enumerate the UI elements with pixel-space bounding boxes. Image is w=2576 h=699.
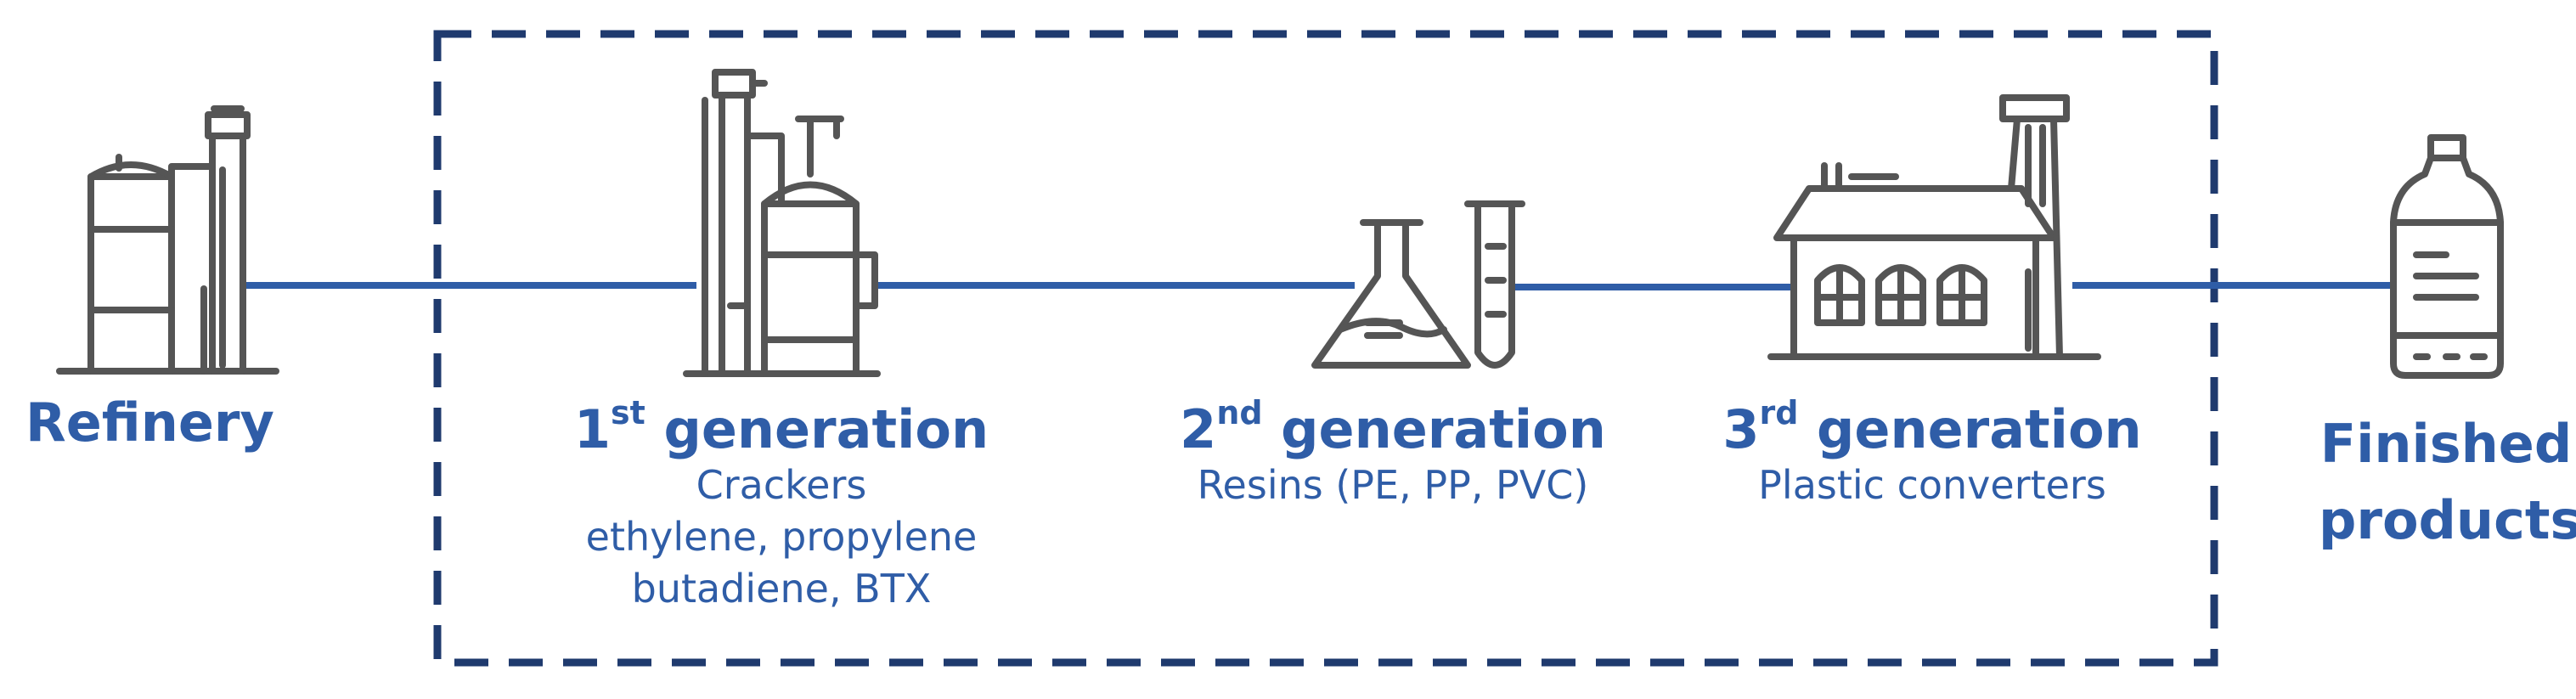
gen1-line-3: butadiene, BTX (631, 565, 932, 612)
gen2-word: generation (1281, 398, 1606, 460)
flow-line (242, 282, 2397, 290)
gen3-word: generation (1817, 398, 2142, 460)
gen1-title: 1st generation (527, 397, 1036, 460)
gen3-ordinal: 3 (1722, 398, 1760, 460)
gen1-label: 1st generation Crackers ethylene, propyl… (527, 397, 1036, 614)
gen3-suffix: rd (1759, 394, 1799, 432)
gen2-title: 2nd generation (1172, 397, 1614, 460)
factory-window-2 (1875, 264, 1926, 326)
cracker-plant-icon (683, 69, 881, 377)
bottle-icon (2390, 134, 2504, 379)
gen1-suffix: st (611, 394, 645, 432)
gen3-title: 3rd generation (1711, 397, 2153, 460)
gen2-suffix: nd (1216, 394, 1263, 432)
gen1-word: generation (663, 398, 989, 460)
gen1-ordinal: 1 (573, 398, 612, 460)
generations-dashed-box (433, 30, 2218, 667)
refinery-icon (56, 105, 279, 375)
gen1-line-2: ethylene, propylene (585, 514, 978, 561)
refinery-label: Refinery (25, 392, 274, 453)
factory-icon (1767, 94, 2101, 360)
finished-line-1: Finished (2320, 413, 2573, 475)
gen3-label: 3rd generation Plastic converters (1711, 397, 2153, 511)
gen2-label: 2nd generation Resins (PE, PP, PVC) (1172, 397, 1614, 511)
refinery-title: Refinery (25, 392, 274, 454)
gen3-line-1: Plastic converters (1758, 462, 2106, 509)
factory-window-1 (1814, 264, 1865, 326)
gen1-line-1: Crackers (696, 462, 867, 509)
finished-products-label: Finished products (2319, 406, 2576, 559)
factory-window-3 (1936, 264, 1987, 326)
finished-line-2: products (2319, 488, 2576, 551)
flask-and-test-tube-icon (1311, 200, 1525, 369)
gen2-ordinal: 2 (1180, 398, 1217, 460)
gen2-line-1: Resins (PE, PP, PVC) (1197, 462, 1589, 509)
